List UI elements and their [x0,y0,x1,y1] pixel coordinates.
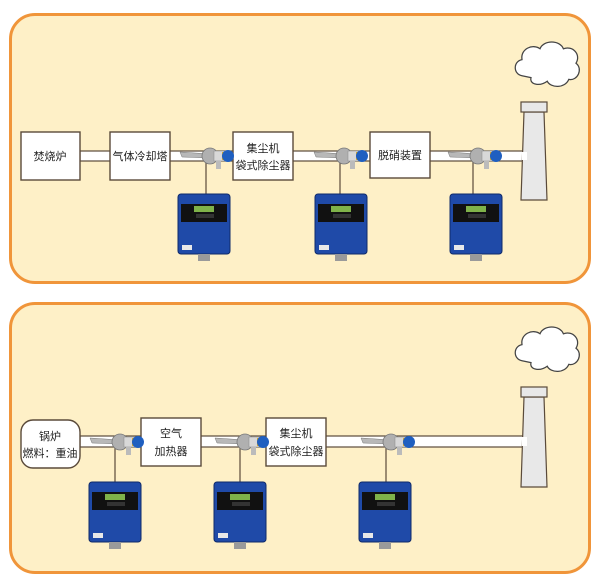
smoke-cloud-icon [514,41,580,88]
unit-label-line2: 加热器 [155,445,188,458]
unit-label-line1: 集尘机 [247,141,280,155]
unit-label-line1: 空气 [160,426,182,440]
unit-denitration: 脱硝装置 [369,131,431,179]
unit-bag-filter: 集尘机 袋式除尘器 [265,417,327,467]
gas-analyzer-icon [449,193,503,262]
unit-label-line2: 袋式除尘器 [236,158,291,172]
analyzer-1 [177,147,235,262]
chimney-cap [520,101,548,113]
unit-label-line2: 袋式除尘器 [269,444,324,458]
unit-label: 气体冷却塔 [113,149,168,163]
gas-analyzer-icon [314,193,368,262]
unit-label-line1: 集尘机 [280,426,313,440]
analyzer-1 [88,433,145,550]
unit-label: 脱硝装置 [378,148,422,162]
unit-label-line2: 燃料：重油 [23,446,78,460]
analyzer-2 [213,433,270,550]
analyzer-3 [358,433,416,550]
gas-analyzer-icon [358,481,412,550]
unit-gas-cooling-tower: 气体冷却塔 [109,131,171,181]
gas-analyzer-icon [88,481,142,550]
gas-analyzer-icon [213,481,267,550]
unit-incinerator: 焚烧炉 [20,131,81,181]
smoke-cloud-icon [514,326,580,373]
unit-boiler: 锅炉 燃料：重油 [20,419,81,469]
unit-label: 焚烧炉 [34,150,67,163]
unit-label-line1: 锅炉 [39,430,61,443]
analyzer-3 [447,147,503,262]
chimney-cap [520,386,548,398]
analyzer-2 [313,147,369,262]
pipeline-2: 锅炉 燃料：重油 空气 加热器 集尘机 袋式除尘器 [20,326,580,550]
pipeline-1: 焚烧炉 气体冷却塔 集尘机 袋式除尘器 脱硝装置 [20,41,580,262]
unit-air-heater: 空气 加热器 [140,417,202,467]
unit-bag-filter: 集尘机 袋式除尘器 [232,131,294,181]
gas-analyzer-icon [177,193,231,262]
